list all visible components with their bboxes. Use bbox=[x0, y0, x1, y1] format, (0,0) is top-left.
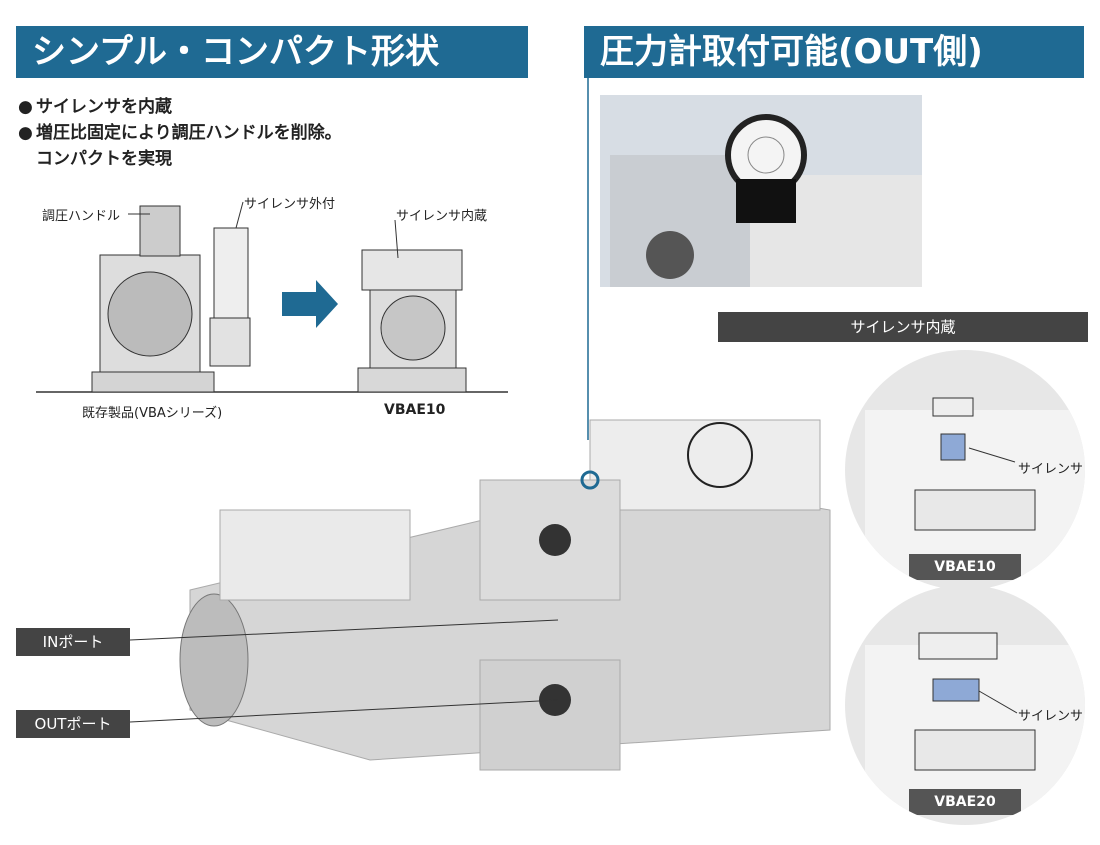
bullet-item: ●サイレンサを内蔵 bbox=[18, 97, 172, 117]
silencer-label-top: サイレンサ bbox=[1018, 462, 1084, 477]
detail-circle-vbae10: VBAE10 bbox=[845, 350, 1085, 590]
handle-label: 調圧ハンドル bbox=[42, 209, 121, 224]
detail-circle-vbae20: VBAE20 bbox=[845, 585, 1085, 825]
silencer-label-bottom: サイレンサ bbox=[1018, 709, 1084, 724]
external-silencer-label: サイレンサ外付 bbox=[244, 197, 336, 212]
in-port-label: INポート bbox=[16, 628, 130, 656]
silencer-internal-header: サイレンサ内蔵 bbox=[718, 312, 1088, 342]
banner-simple-compact: シンプル・コンパクト形状 bbox=[16, 26, 528, 78]
bullet-item: コンパクトを実現 bbox=[36, 149, 172, 169]
comparison-diagram bbox=[36, 201, 508, 393]
bullet-item: ●増圧比固定により調圧ハンドルを削除。 bbox=[18, 123, 342, 143]
existing-product-caption: 既存製品(VBAシリーズ) bbox=[82, 406, 223, 421]
out-port-label: OUTポート bbox=[16, 710, 130, 738]
banner-gauge-mountable: 圧力計取付可能(OUT側) bbox=[584, 26, 1084, 78]
main-product-illustration bbox=[179, 419, 831, 771]
gauge-photo bbox=[600, 95, 922, 287]
model-tag-vbae20: VBAE20 bbox=[909, 789, 1021, 815]
new-product-caption: VBAE10 bbox=[384, 402, 446, 418]
internal-silencer-label: サイレンサ内蔵 bbox=[396, 209, 488, 224]
feature-bullets: ●サイレンサを内蔵 ●増圧比固定により調圧ハンドルを削除。 コンパクトを実現 bbox=[18, 94, 342, 172]
model-tag-vbae10: VBAE10 bbox=[909, 554, 1021, 580]
